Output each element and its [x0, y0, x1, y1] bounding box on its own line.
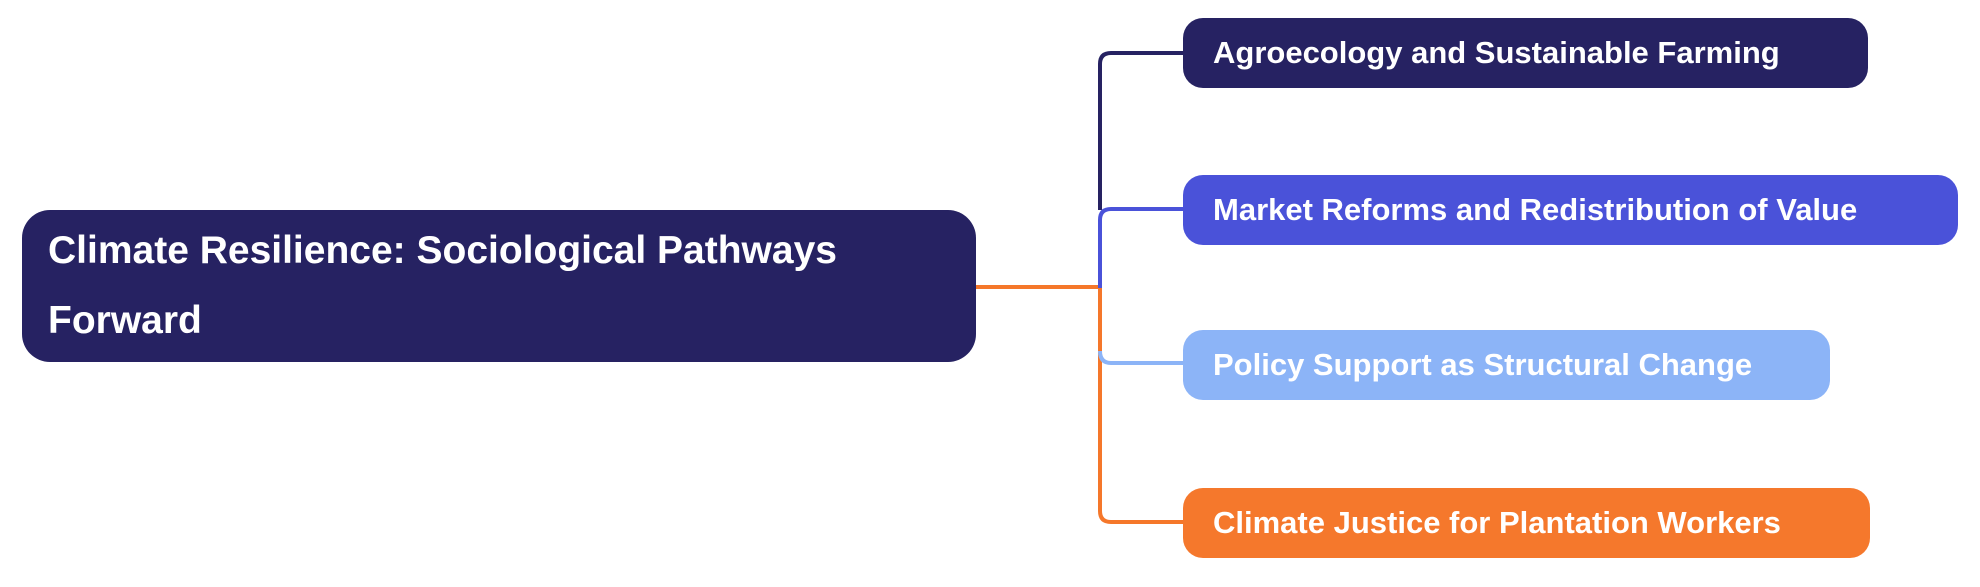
child-node-market-reforms-label: Market Reforms and Redistribution of Val…: [1213, 192, 1858, 227]
child-node-policy-support[interactable]: Policy Support as Structural Change: [1183, 330, 1830, 400]
root-node-label: Climate Resilience: Sociological Pathway…: [48, 229, 837, 342]
connector-policy-branch: [1098, 350, 1192, 365]
root-node-climate-resilience[interactable]: Climate Resilience: Sociological Pathway…: [22, 210, 976, 362]
child-node-policy-support-label: Policy Support as Structural Change: [1213, 347, 1753, 382]
child-node-climate-justice[interactable]: Climate Justice for Plantation Workers: [1183, 488, 1870, 558]
child-node-climate-justice-label: Climate Justice for Plantation Workers: [1213, 505, 1781, 540]
child-node-market-reforms[interactable]: Market Reforms and Redistribution of Val…: [1183, 175, 1958, 245]
connector-market-branch: [1098, 207, 1192, 288]
child-node-agroecology[interactable]: Agroecology and Sustainable Farming: [1183, 18, 1868, 88]
child-node-agroecology-label: Agroecology and Sustainable Farming: [1213, 35, 1780, 70]
connector-agroecology-branch: [1098, 51, 1192, 210]
connector-root-trunk-and-justice-branch: [976, 285, 1192, 524]
